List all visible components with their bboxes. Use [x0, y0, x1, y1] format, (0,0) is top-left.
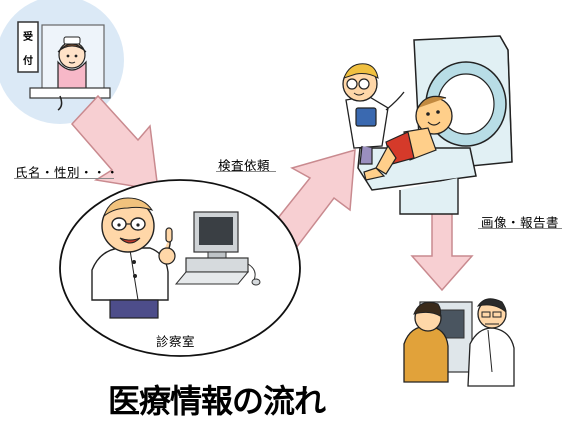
reception-sign-char-2: 付 — [23, 56, 33, 67]
patient-info-label: 氏名・性別・・・ — [15, 165, 120, 180]
exam-room-label: 診察室 — [156, 334, 196, 349]
flow-arrow-reception-to-exam-room — [70, 94, 159, 191]
patient-info-underline — [14, 178, 114, 179]
exam-request-label: 検査依頼 — [218, 158, 271, 173]
receptionist-icon — [0, 0, 124, 124]
computer-icon — [174, 211, 261, 286]
ct-scanner-icon — [357, 35, 513, 215]
images-report-underline — [478, 228, 562, 229]
page-title: 医療情報の流れ — [108, 382, 326, 420]
patient-icon — [363, 95, 453, 181]
doctors-consult-icon — [403, 298, 515, 387]
flow-arrow-exam-room-to-ct — [268, 148, 356, 250]
exam-request-underline — [216, 171, 276, 172]
technician-icon — [342, 63, 405, 165]
reception-sign-char-1: 受 — [23, 32, 33, 43]
images-report-label: 画像・報告書 — [481, 215, 560, 230]
doctor-pointing-icon — [91, 197, 176, 319]
